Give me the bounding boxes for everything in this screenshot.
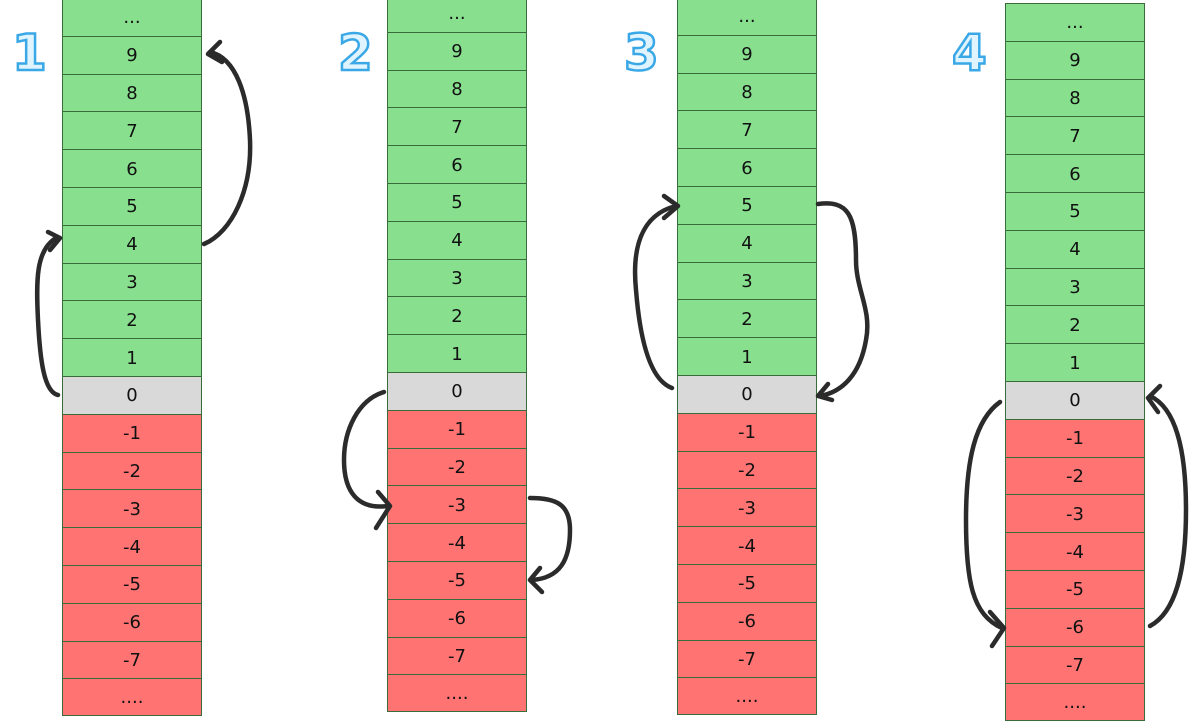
arrow-2a <box>341 389 391 509</box>
cell-0: 0 <box>62 376 202 415</box>
cell-bottom-ellipsis: .... <box>677 677 817 716</box>
cell-6: 6 <box>62 149 202 188</box>
cell--2: -2 <box>677 450 817 490</box>
cell--3: -3 <box>387 485 527 525</box>
cell--1: -1 <box>1005 418 1145 458</box>
cell--7: -7 <box>387 636 527 676</box>
cell--7: -7 <box>1005 645 1145 685</box>
cell-bottom-ellipsis: .... <box>62 678 202 717</box>
cell-top-ellipsis: ... <box>387 0 527 33</box>
cell--3: -3 <box>677 488 817 528</box>
cell-5: 5 <box>62 187 202 226</box>
cell-9: 9 <box>62 35 202 75</box>
cell--5: -5 <box>387 561 527 600</box>
cell--2: -2 <box>1005 456 1145 496</box>
cell-top-ellipsis: ... <box>62 0 202 37</box>
cell-5: 5 <box>1005 192 1145 231</box>
arrow-2b <box>527 495 573 583</box>
cell-1: 1 <box>62 338 202 377</box>
cell-bottom-ellipsis: .... <box>1005 683 1145 721</box>
cell--6: -6 <box>1005 607 1145 647</box>
cell--3: -3 <box>1005 494 1145 534</box>
cell--7: -7 <box>62 640 202 680</box>
arrow-1a-head <box>45 229 63 253</box>
cell--4: -4 <box>677 526 817 565</box>
cell-0: 0 <box>387 372 527 411</box>
cell-2: 2 <box>1005 305 1145 345</box>
panel-number-2: 2 <box>337 24 374 82</box>
panel-number-1: 1 <box>11 24 48 82</box>
cell-9: 9 <box>1005 40 1145 80</box>
cell-3: 3 <box>1005 267 1145 307</box>
arrow-1a <box>34 235 61 398</box>
cell-9: 9 <box>387 31 527 71</box>
cell-3: 3 <box>387 258 527 298</box>
cell--4: -4 <box>62 527 202 566</box>
cell--6: -6 <box>387 598 527 638</box>
cell--1: -1 <box>387 409 527 449</box>
cell-1: 1 <box>677 337 817 376</box>
cell-5: 5 <box>387 183 527 222</box>
cell--6: -6 <box>62 602 202 642</box>
cell-1: 1 <box>387 334 527 373</box>
arrow-3b-head <box>815 381 835 403</box>
arrow-4a <box>963 399 1005 631</box>
panel-number-4: 4 <box>951 24 988 82</box>
cell-6: 6 <box>677 148 817 187</box>
cell-7: 7 <box>677 110 817 150</box>
cell--5: -5 <box>1005 570 1145 609</box>
cell-9: 9 <box>677 34 817 74</box>
cell--2: -2 <box>62 451 202 491</box>
arrow-3b <box>815 201 870 399</box>
arrow-3a-head <box>661 193 681 221</box>
cell--1: -1 <box>677 412 817 452</box>
cell-4: 4 <box>1005 229 1145 269</box>
cell-0: 0 <box>677 375 817 414</box>
cell-bottom-ellipsis: .... <box>387 674 527 713</box>
cell-4: 4 <box>62 224 202 264</box>
arrow-1b <box>201 49 253 247</box>
cell-7: 7 <box>1005 116 1145 156</box>
cell-1: 1 <box>1005 343 1145 382</box>
cell-7: 7 <box>62 111 202 151</box>
cell-8: 8 <box>387 69 527 109</box>
arrow-4a-head <box>987 609 1007 649</box>
cell--3: -3 <box>62 489 202 529</box>
cell-2: 2 <box>62 300 202 340</box>
cell-3: 3 <box>677 261 817 301</box>
cell-6: 6 <box>1005 154 1145 193</box>
arrow-2b-head <box>527 565 545 595</box>
cell-8: 8 <box>677 72 817 112</box>
arrow-3a <box>632 203 679 391</box>
cell-6: 6 <box>387 145 527 184</box>
arrow-4b <box>1147 393 1189 629</box>
cell-4: 4 <box>387 220 527 260</box>
cell-0: 0 <box>1005 381 1145 420</box>
cell--5: -5 <box>62 565 202 604</box>
cell-7: 7 <box>387 107 527 147</box>
cell-top-ellipsis: ... <box>677 0 817 36</box>
cell-8: 8 <box>62 73 202 113</box>
cell-4: 4 <box>677 223 817 263</box>
cell-3: 3 <box>62 262 202 302</box>
cell-2: 2 <box>387 296 527 336</box>
cell-8: 8 <box>1005 78 1145 118</box>
cell--5: -5 <box>677 564 817 603</box>
panel-number-3: 3 <box>623 24 660 82</box>
cell-top-ellipsis: ... <box>1005 3 1145 42</box>
cell--1: -1 <box>62 413 202 453</box>
arrow-4b-head <box>1145 383 1163 415</box>
cell--2: -2 <box>387 447 527 487</box>
cell--6: -6 <box>677 601 817 641</box>
cell-2: 2 <box>677 299 817 339</box>
arrow-1b-head <box>205 39 225 65</box>
cell--7: -7 <box>677 639 817 679</box>
cell--4: -4 <box>387 523 527 562</box>
cell-5: 5 <box>677 186 817 225</box>
cell--4: -4 <box>1005 532 1145 571</box>
